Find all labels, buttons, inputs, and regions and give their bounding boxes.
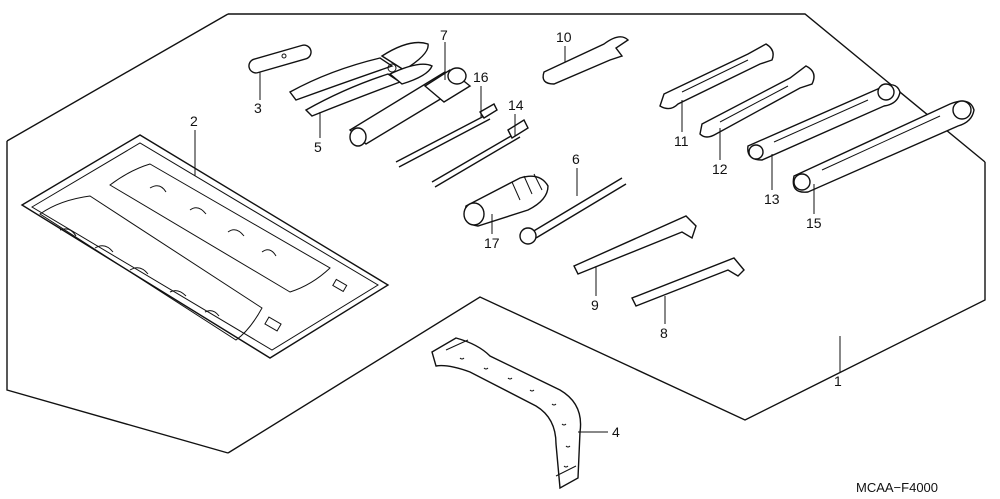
callout-13: 13	[764, 191, 780, 207]
callout-14: 14	[508, 97, 524, 113]
screwdriver-grip	[463, 173, 549, 227]
diagram-code: MCAA−F4000	[856, 480, 938, 495]
hex-key-9	[573, 215, 697, 275]
callout-2: 2	[190, 113, 198, 129]
tool-strap	[431, 337, 582, 490]
ring-spanner-13	[747, 83, 901, 161]
callout-10: 10	[556, 29, 572, 45]
callout-3: 3	[254, 100, 262, 116]
callout-1: 1	[834, 373, 842, 389]
open-end-wrench-10	[542, 36, 630, 85]
extension-shaft	[519, 177, 627, 245]
screwdriver-shaft-16	[395, 103, 498, 168]
double-open-wrench-11	[659, 43, 774, 110]
callout-7: 7	[440, 27, 448, 43]
screwdriver-14	[431, 118, 529, 188]
callout-15: 15	[806, 215, 822, 231]
hex-key-8	[631, 257, 745, 307]
leader-lines	[194, 42, 841, 433]
double-open-wrench-12	[699, 65, 815, 138]
callout-4: 4	[612, 424, 620, 440]
kit-boundary	[6, 13, 986, 454]
callout-9: 9	[591, 297, 599, 313]
tool-bag	[20, 134, 390, 359]
ring-spanner-15	[792, 100, 975, 193]
callout-12: 12	[712, 161, 728, 177]
spark-plug-wrench	[348, 67, 472, 147]
callout-5: 5	[314, 139, 322, 155]
key-plate	[248, 44, 312, 74]
callout-17: 17	[484, 235, 500, 251]
callout-8: 8	[660, 325, 668, 341]
pliers	[288, 41, 433, 117]
callout-16: 16	[473, 69, 489, 85]
callouts: 1 2 3 4 5 6 7 8 9 10 11 12 13 14 15 16 1…	[190, 27, 842, 440]
callout-11: 11	[674, 133, 689, 149]
callout-6: 6	[572, 151, 580, 167]
